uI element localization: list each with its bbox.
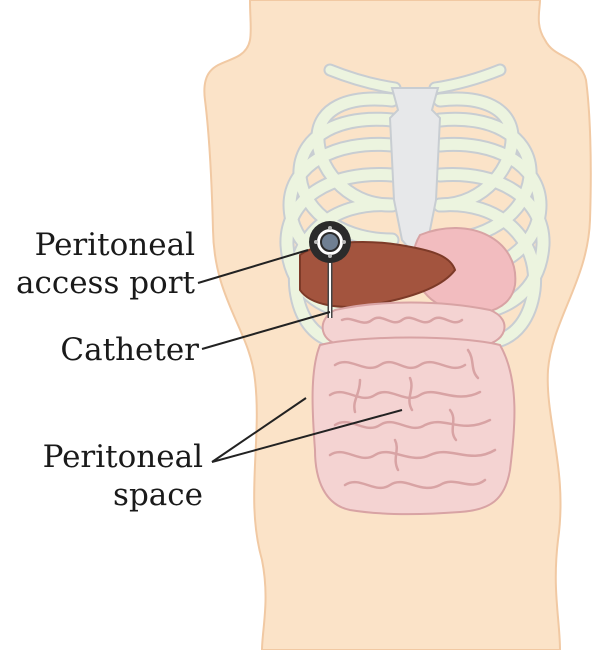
label-catheter: Catheter xyxy=(60,333,199,367)
label-peritoneal-space-line1: Peritoneal xyxy=(43,440,203,474)
label-peritoneal-space-line2: space xyxy=(113,478,203,512)
label-peritoneal-access-port-line2: access port xyxy=(16,266,195,300)
access-port-icon xyxy=(309,221,351,263)
label-peritoneal-access-port-line1: Peritoneal xyxy=(35,228,195,262)
